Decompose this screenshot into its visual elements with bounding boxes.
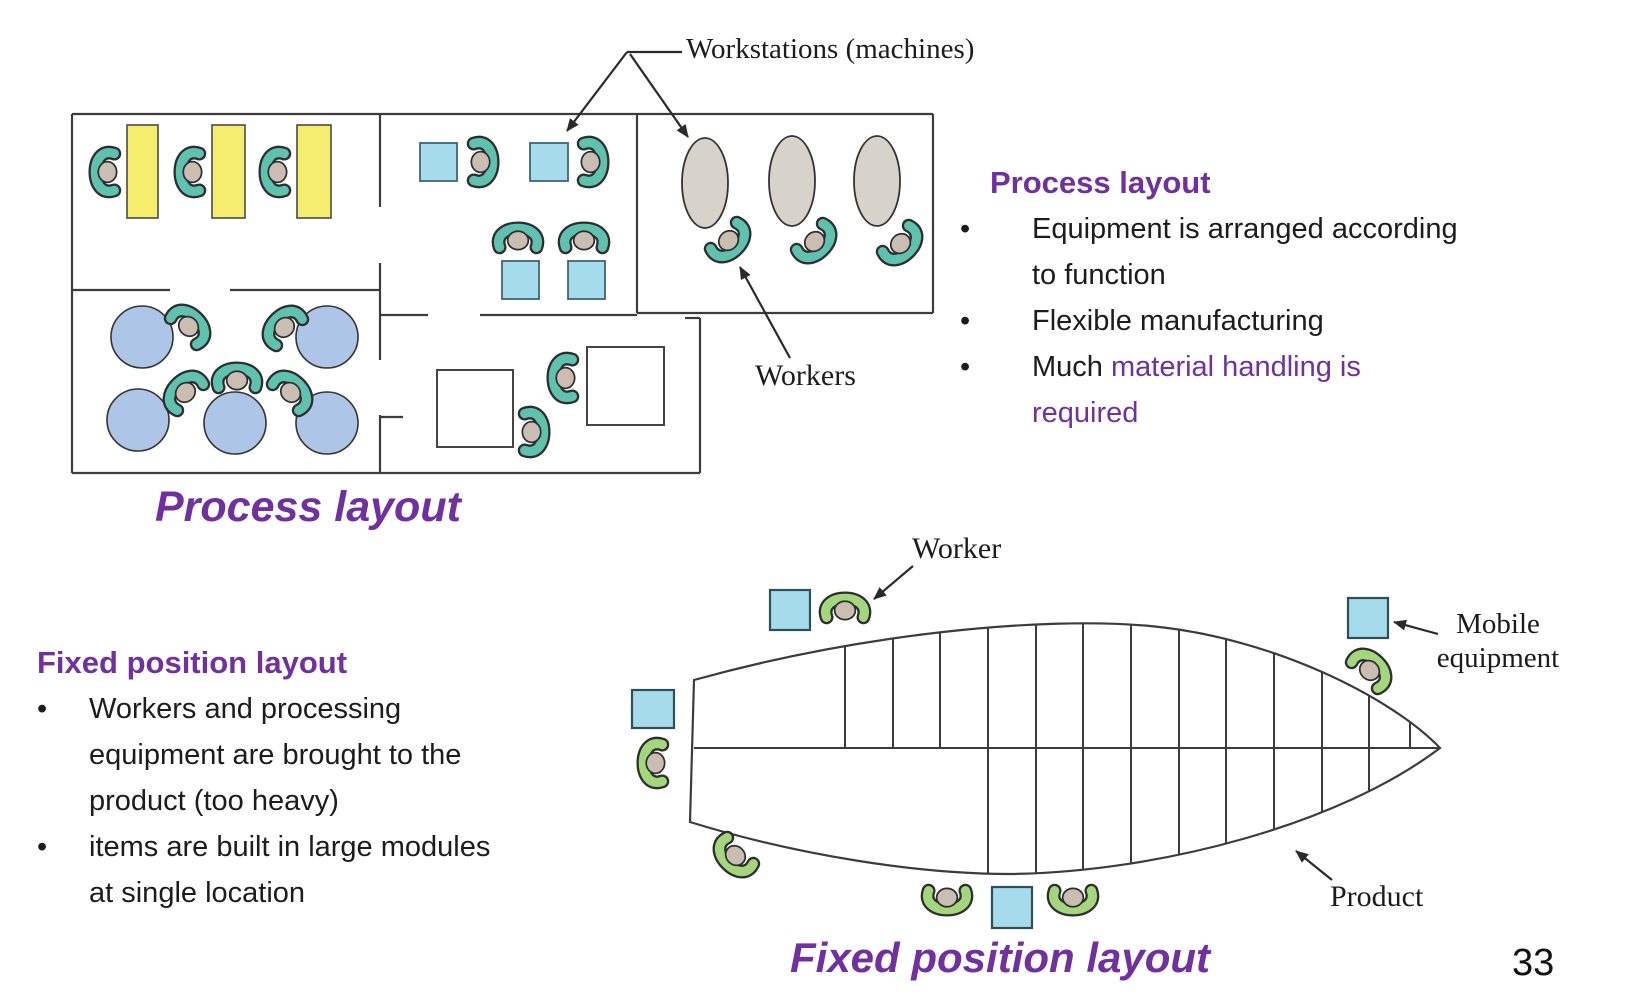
worker-figure — [565, 228, 604, 249]
machine-cyan — [501, 260, 540, 300]
annotation-arrows — [566, 50, 1439, 881]
product-label: Product — [1330, 880, 1424, 913]
machine-blue-circle — [106, 388, 170, 452]
worker-figure — [95, 153, 116, 192]
worker-figure — [928, 888, 967, 909]
annotation-arrow — [1295, 850, 1333, 881]
worker-label: Worker — [912, 532, 1002, 565]
worker-figure — [826, 598, 865, 619]
floorplan-walls — [70, 112, 935, 475]
fixed-position-caption: Fixed position layout — [790, 934, 1211, 981]
workers-label: Workers — [755, 359, 856, 392]
bullet-item: • Much material handling is required — [960, 344, 1500, 436]
bullet-text: Flexible manufacturing — [1032, 305, 1324, 337]
worker-figure — [265, 153, 286, 192]
worker-figure — [163, 370, 206, 413]
fixed-bullet-list: • Workers and processing equipment are br… — [37, 686, 617, 916]
process-layout-panel: Process layout • Equipment is arranged ac… — [960, 160, 1500, 436]
annotation-arrow — [566, 51, 628, 132]
bullet-item: • items are built in large modules at sin… — [37, 824, 617, 916]
worker-figure — [499, 228, 538, 249]
worker-figure — [522, 413, 543, 452]
worker-figure — [270, 370, 313, 413]
machine-blue-circle — [110, 305, 174, 369]
bullet-text: Much material handling is required — [1032, 351, 1361, 429]
bullet-item: • Flexible manufacturing — [960, 298, 1500, 344]
process-panel-heading: Process layout — [990, 165, 1211, 200]
fixed-panel-heading: Fixed position layout — [37, 645, 348, 680]
annotation-arrow — [873, 565, 914, 600]
bullet-text: Workers and processing equipment are bro… — [89, 693, 462, 817]
bullet-dot: • — [37, 693, 48, 725]
worker-figure — [168, 304, 211, 347]
worker-figure — [471, 143, 492, 182]
machine-gray-ellipse — [768, 135, 816, 227]
worker-figure — [553, 359, 574, 398]
machine-yellow — [211, 124, 246, 219]
bullet-dot: • — [960, 351, 971, 383]
machine-gray-ellipse — [681, 137, 729, 229]
machine-yellow — [296, 124, 332, 219]
worker-figure — [713, 835, 756, 878]
bullet-dot: • — [960, 305, 971, 337]
bullet-dot: • — [960, 213, 971, 245]
workstations-label: Workstations (machines) — [686, 33, 975, 65]
bullet-item: • Equipment is arranged according to func… — [960, 206, 1500, 298]
machine-gray-ellipse — [853, 135, 901, 227]
worker-figure — [794, 221, 837, 264]
worker-figure — [708, 220, 751, 263]
worker-figure — [218, 368, 257, 389]
worker-figure — [1349, 648, 1392, 691]
bullet-item: • Workers and processing equipment are br… — [37, 686, 617, 824]
mobile-equipment-square — [630, 688, 676, 730]
bullet-dot: • — [37, 831, 48, 863]
fixed-position-panel: Fixed position layout • Workers and proce… — [37, 640, 617, 916]
machines-group — [106, 124, 1390, 930]
machine-white — [436, 369, 514, 448]
boat-hull-group — [688, 622, 1442, 876]
worker-figure — [1054, 888, 1093, 909]
process-layout-caption: Process layout — [155, 483, 461, 531]
machine-cyan — [567, 260, 606, 300]
worker-figure — [880, 223, 923, 266]
page-number: 33 — [1512, 942, 1555, 984]
bullet-text: items are built in large modules at sing… — [89, 831, 491, 909]
worker-figure — [581, 143, 602, 182]
worker-figure — [643, 744, 664, 783]
process-bullet-list: • Equipment is arranged according to func… — [960, 206, 1500, 436]
machine-yellow — [126, 124, 159, 219]
mobile-equipment-square — [990, 885, 1034, 930]
machine-cyan — [419, 142, 458, 182]
machine-cyan — [529, 142, 569, 182]
boat-ribs — [844, 623, 1411, 874]
annotation-arrow — [739, 266, 791, 359]
worker-figure — [180, 153, 201, 192]
mobile-equipment-square — [1346, 596, 1390, 640]
annotation-arrow — [629, 53, 689, 138]
machine-white — [586, 346, 665, 426]
machine-blue-circle — [295, 305, 359, 369]
annotation-arrow — [1393, 619, 1439, 636]
mobile-equipment-label: Mobile equipment — [1436, 608, 1560, 674]
bullet-text: Equipment is arranged according to funct… — [1032, 213, 1458, 291]
machine-blue-circle — [203, 391, 267, 455]
mobile-equipment-square — [768, 588, 812, 632]
